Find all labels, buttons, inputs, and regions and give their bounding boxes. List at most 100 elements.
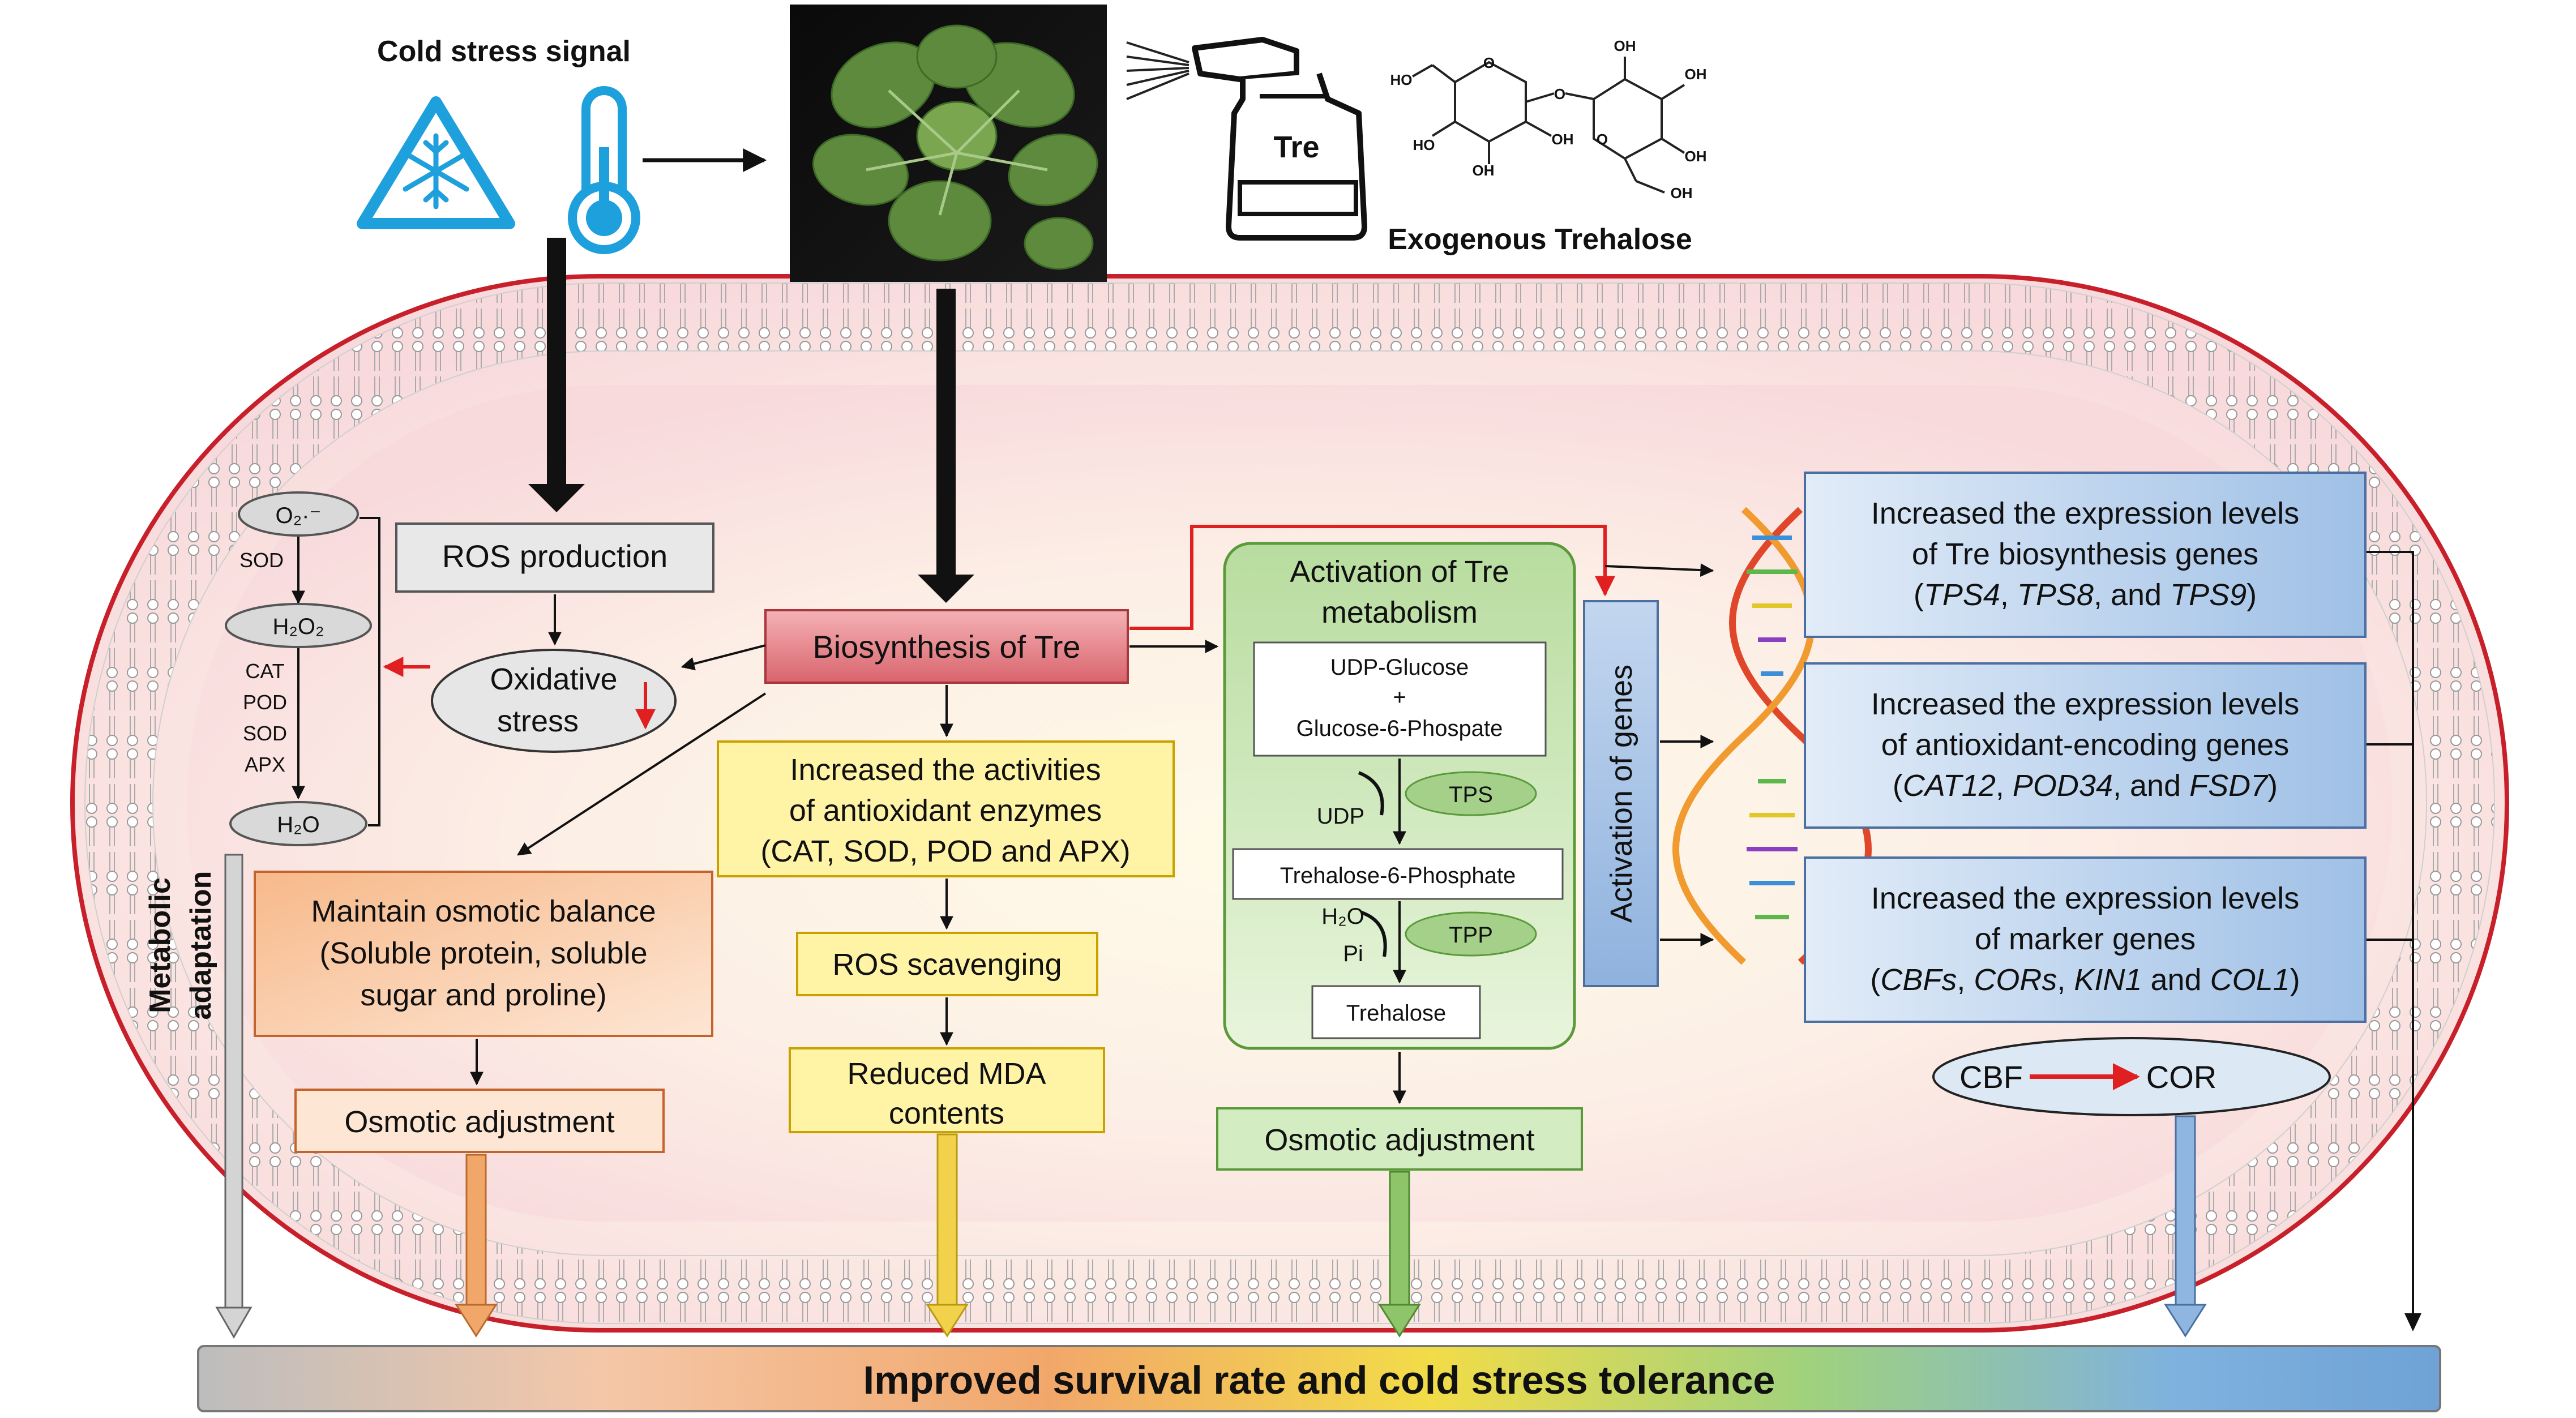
gene-box-2-and: and bbox=[2130, 769, 2181, 803]
atom-ho-1: HO bbox=[1390, 71, 1413, 88]
ros-sod-label: SOD bbox=[239, 549, 284, 572]
pi-label: Pi bbox=[1343, 941, 1363, 966]
activation-genes-box: Activation of genes bbox=[1583, 600, 1659, 987]
osmotic-adjustment-left-box: Osmotic adjustment bbox=[294, 1089, 665, 1153]
spray-label: Tre bbox=[1273, 130, 1319, 164]
tre-metabolism-title-2: metabolism bbox=[1321, 596, 1478, 629]
osmotic-adjustment-mid-label: Osmotic adjustment bbox=[1264, 1123, 1534, 1157]
spray-bottle-icon bbox=[1126, 37, 1367, 241]
stress-label: stress bbox=[497, 704, 579, 738]
gene-cat12: CAT12 bbox=[1903, 769, 1996, 803]
antioxidant-line-3: (CAT, SOD, POD and APX) bbox=[760, 834, 1130, 868]
tpp-label: TPP bbox=[1449, 923, 1493, 948]
gene-box-2-line-2: of antioxidant-encoding genes bbox=[1881, 728, 2290, 762]
atom-ho-2: HO bbox=[1413, 136, 1435, 153]
atom-oh-3: OH bbox=[1614, 37, 1636, 54]
oxidative-stress-node: Oxidative stress bbox=[431, 649, 677, 753]
snowflake-warning-icon bbox=[357, 96, 515, 229]
trehalose-atom-labels: HO OH HO OH O O OH OH OH O OH bbox=[1390, 37, 1707, 202]
plus-sign: + bbox=[1393, 685, 1406, 710]
red-gene-activation-line bbox=[1129, 525, 1615, 630]
trehalose-structure bbox=[1412, 57, 1685, 194]
gene-col1: COL1 bbox=[2210, 963, 2290, 997]
plant-signal-arrow bbox=[918, 289, 974, 603]
metabolic-adaptation-arrow bbox=[215, 854, 253, 1339]
atom-o-1: O bbox=[1483, 54, 1495, 71]
gene-fsd7: FSD7 bbox=[2189, 769, 2269, 803]
atom-o-2: O bbox=[1554, 85, 1565, 102]
atom-oh-2: OH bbox=[1552, 131, 1574, 148]
cbf-label: CBF bbox=[1959, 1059, 2023, 1095]
gene-tps8: TPS8 bbox=[2017, 578, 2094, 612]
cbf-cor-node: CBF COR bbox=[1932, 1037, 2331, 1116]
osmotic-balance-line-3: sugar and proline) bbox=[360, 978, 606, 1012]
ros-cycle: O₂·⁻ SOD H₂O₂ CAT POD SOD APX H₂O bbox=[225, 491, 430, 846]
osmotic-balance-box: Maintain osmotic balance (Soluble protei… bbox=[254, 871, 713, 1037]
gene-kin1: KIN1 bbox=[2074, 963, 2142, 997]
ros-enzyme-pod: POD bbox=[243, 691, 287, 714]
h2o-label: H₂O bbox=[1321, 904, 1364, 929]
biosynthesis-label: Biosynthesis of Tre bbox=[812, 629, 1080, 665]
mda-line-1: Reduced MDA bbox=[847, 1057, 1046, 1091]
thermometer-icon bbox=[568, 86, 640, 254]
adaptation-label: adaptation bbox=[185, 871, 217, 1020]
tps-label: TPS bbox=[1449, 782, 1493, 807]
atom-oh-1: OH bbox=[1473, 162, 1495, 179]
udp-glucose-label: UDP-Glucose bbox=[1330, 655, 1469, 680]
ros-h2o-label: H₂O bbox=[277, 812, 320, 837]
ros-production-box: ROS production bbox=[395, 522, 714, 593]
osmotic-balance-line-1: Maintain osmotic balance bbox=[311, 894, 656, 928]
ros-scavenging-label: ROS scavenging bbox=[832, 948, 1062, 982]
cor-arrow bbox=[2164, 1115, 2207, 1338]
activation-genes-label: Activation of genes bbox=[1604, 665, 1638, 923]
ros-o2-label: O₂·⁻ bbox=[275, 503, 321, 528]
osmotic-adjustment-left-label: Osmotic adjustment bbox=[344, 1105, 614, 1139]
gene-output-arrowhead bbox=[2404, 1313, 2421, 1331]
mda-box: Reduced MDA contents bbox=[789, 1047, 1105, 1133]
ros-enzyme-sod: SOD bbox=[243, 722, 287, 745]
ros-scavenging-box: ROS scavenging bbox=[796, 932, 1098, 996]
trehalose-label: Trehalose bbox=[1346, 1001, 1446, 1026]
ros-production-label: ROS production bbox=[442, 538, 667, 574]
gene-tps4: TPS4 bbox=[1924, 578, 2000, 612]
cor-label: COR bbox=[2146, 1059, 2216, 1095]
gene-box-3-line-2: of marker genes bbox=[1975, 922, 2196, 956]
osmotic-balance-line-2: (Soluble protein, soluble bbox=[319, 936, 647, 970]
t6p-label: Trehalose-6-Phosphate bbox=[1280, 863, 1516, 888]
cold-signal-title: Cold stress signal bbox=[377, 35, 631, 68]
ros-enzyme-apx: APX bbox=[245, 753, 285, 776]
gene-box-3-and: and bbox=[2150, 963, 2201, 997]
gene-box-2-line-3: (CAT12, POD34, and FSD7) bbox=[1893, 769, 2278, 803]
gene-tps9: TPS9 bbox=[2170, 578, 2246, 612]
antioxidant-line-2: of antioxidant enzymes bbox=[789, 794, 1102, 828]
antioxidant-box: Increased the activities of antioxidant … bbox=[717, 740, 1175, 877]
oxidative-label: Oxidative bbox=[490, 662, 617, 696]
udp-label: UDP bbox=[1317, 804, 1364, 829]
atom-oh-5: OH bbox=[1685, 148, 1707, 165]
footer-label: Improved survival rate and cold stress t… bbox=[863, 1358, 1775, 1402]
footer-bar: Improved survival rate and cold stress t… bbox=[197, 1345, 2441, 1412]
gene-box-1-and: and bbox=[2111, 578, 2162, 612]
gene-box-1-line-2: of Tre biosynthesis genes bbox=[1912, 537, 2258, 571]
gene-box-3: Increased the expression levels of marke… bbox=[1804, 856, 2367, 1023]
gene-box-3-line-1: Increased the expression levels bbox=[1871, 881, 2299, 915]
gene-box-2-line-1: Increased the expression levels bbox=[1871, 687, 2299, 721]
osmotic-mid-arrow bbox=[1378, 1171, 1421, 1338]
ros-enzyme-cat: CAT bbox=[245, 659, 284, 683]
metabolic-label: Metabolic bbox=[144, 877, 177, 1013]
gene-box-1-line-3: (TPS4, TPS8, and TPS9) bbox=[1914, 578, 2257, 612]
tre-metabolism-box: Activation of Tre metabolism UDP-Glucose… bbox=[1223, 542, 1576, 1050]
ros-h2o2-label: H₂O₂ bbox=[272, 614, 324, 639]
mda-arrow bbox=[926, 1133, 969, 1338]
biosynthesis-box: Biosynthesis of Tre bbox=[764, 609, 1129, 684]
tre-metabolism-title-1: Activation of Tre bbox=[1290, 555, 1509, 589]
gene-cors: CORs bbox=[1974, 963, 2057, 997]
gene-box-2: Increased the expression levels of antio… bbox=[1804, 662, 2367, 829]
gene-output-bracket bbox=[2367, 551, 2414, 1316]
gene-box-1: Increased the expression levels of Tre b… bbox=[1804, 472, 2367, 638]
antioxidant-line-1: Increased the activities bbox=[790, 753, 1101, 787]
atom-oh-6: OH bbox=[1671, 185, 1693, 202]
gene-box-1-line-1: Increased the expression levels bbox=[1871, 496, 2299, 530]
osmotic-adjustment-mid-box: Osmotic adjustment bbox=[1216, 1107, 1583, 1171]
